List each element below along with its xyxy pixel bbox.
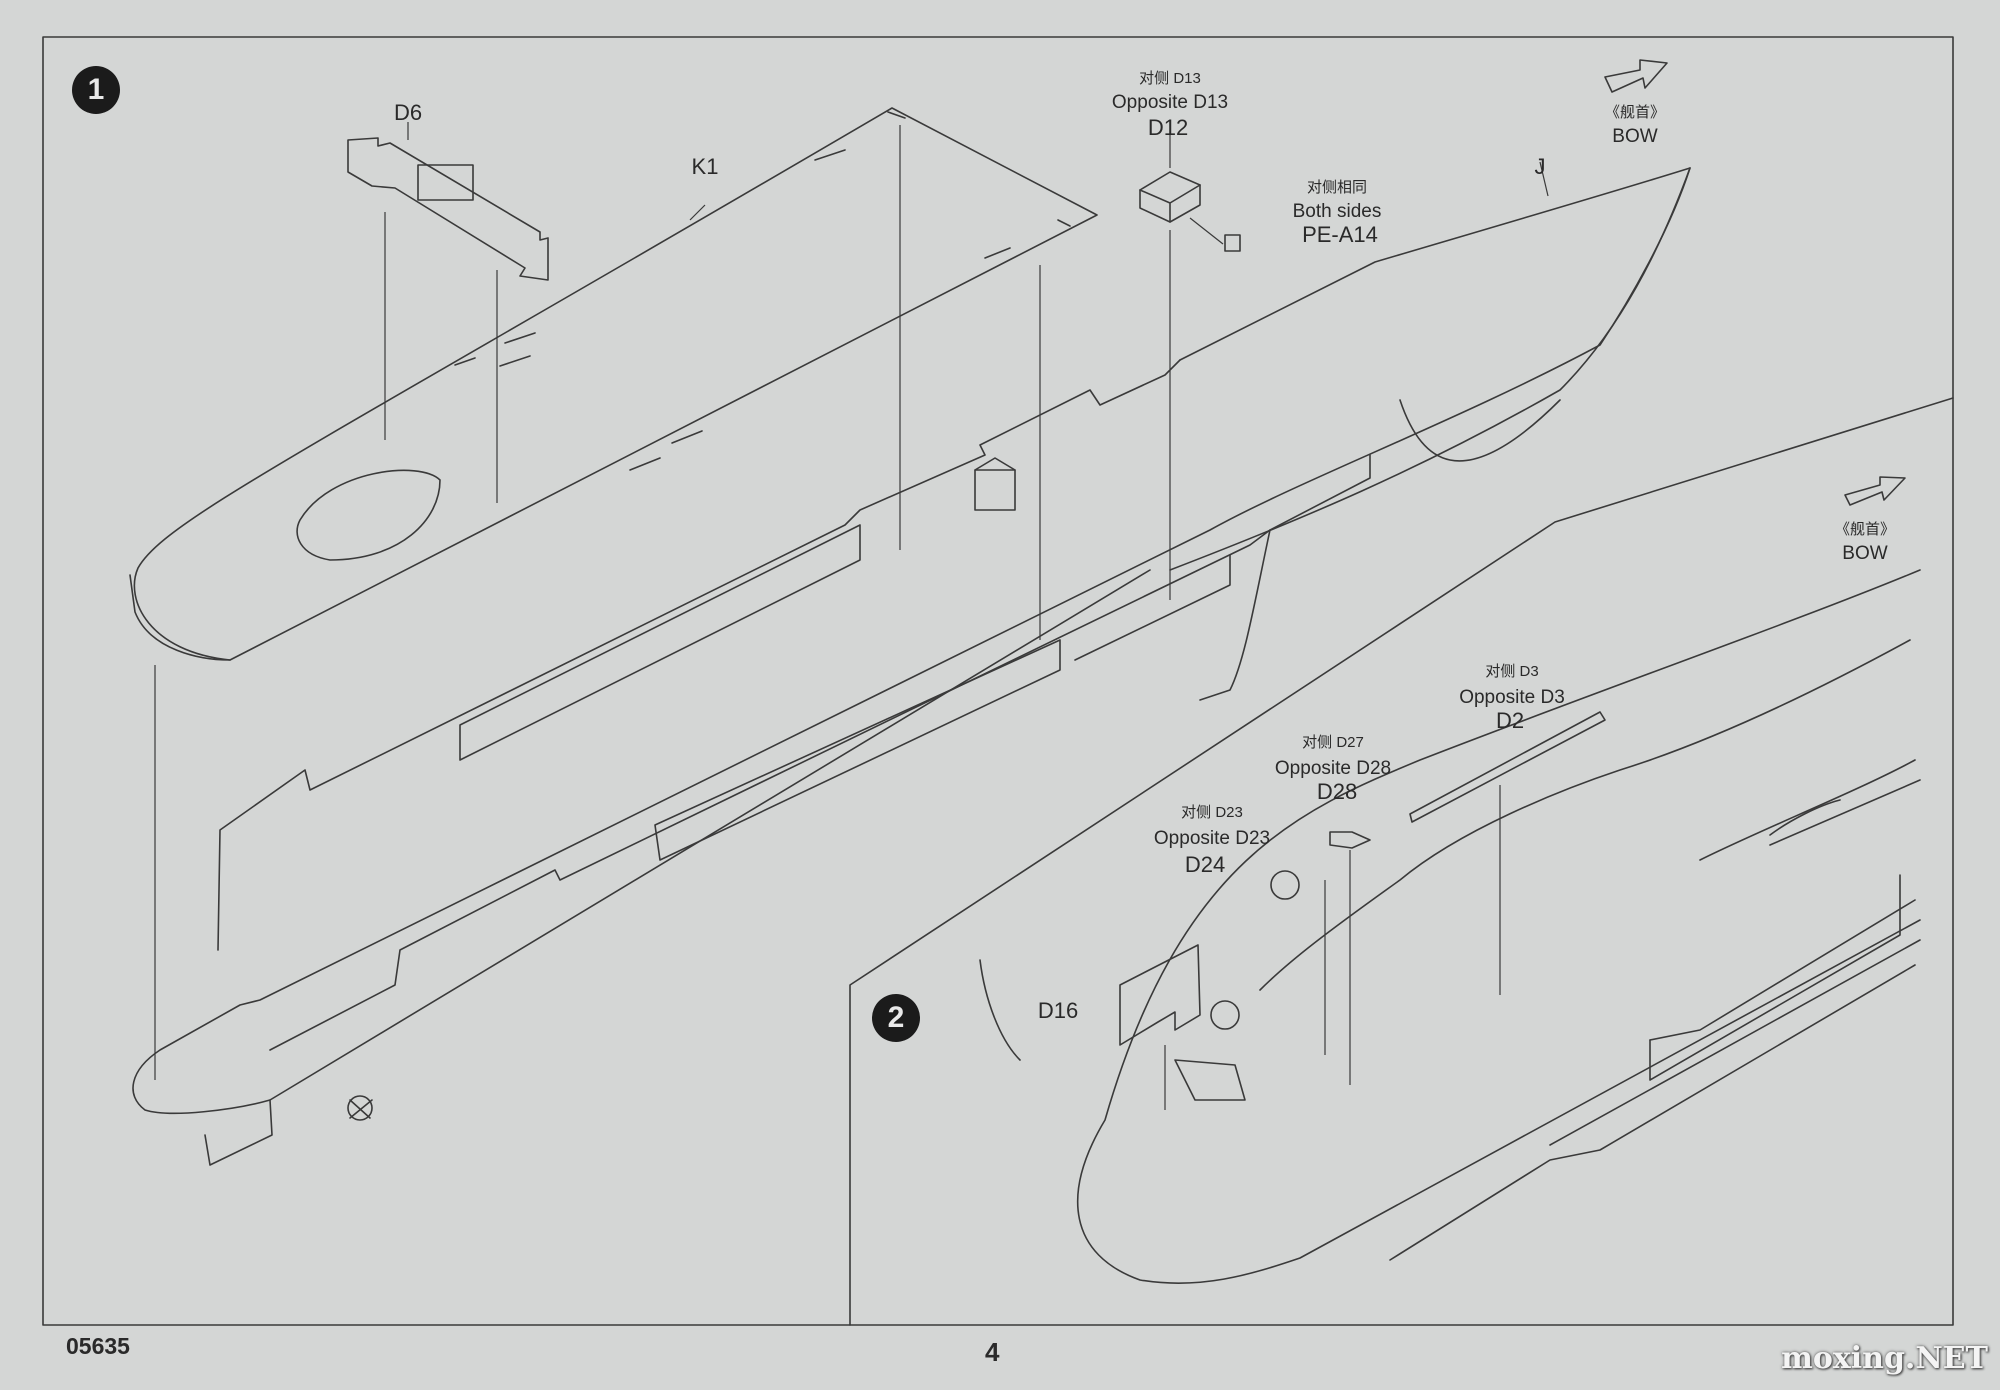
label-k1: K1 [691, 154, 719, 179]
label-bow-cn-step2: 《舰首》 [1834, 521, 1896, 538]
hull-step2 [1076, 569, 1921, 1285]
part-d12 [1139, 171, 1201, 223]
bow-arrow-step2 [1844, 476, 1906, 506]
label-bow-step1: BOW [1612, 126, 1658, 147]
label-d12: D12 [1147, 115, 1189, 140]
deck-k1 [129, 107, 1098, 661]
label-d28-opposite: Opposite D28 [1274, 758, 1392, 779]
label-d12-cn: 对侧 D13 [1139, 70, 1201, 87]
label-d24: D24 [1184, 852, 1226, 877]
hull-j [132, 167, 1691, 1166]
label-d28: D28 [1316, 779, 1358, 804]
watermark-logo: moxing.NET [1781, 1341, 1988, 1376]
label-d28-cn: 对侧 D27 [1302, 734, 1364, 751]
step-1-badge: 1 [72, 66, 120, 114]
page-number: 4 [985, 1337, 1000, 1367]
label-pe-a14: PE-A14 [1302, 222, 1378, 247]
kit-number: 05635 [66, 1333, 130, 1359]
label-d12-opposite: Opposite D13 [1111, 92, 1229, 113]
label-bow-step2: BOW [1842, 543, 1888, 564]
step-2-badge: 2 [872, 994, 920, 1042]
label-bow-cn-step1: 《舰首》 [1604, 104, 1666, 121]
guide-lines [154, 120, 1549, 1110]
label-d24-cn: 对侧 D23 [1181, 804, 1243, 821]
label-pe-both-sides: Both sides [1292, 201, 1382, 222]
label-d24-opposite: Opposite D23 [1153, 828, 1271, 849]
label-d2-cn: 对侧 D3 [1485, 663, 1539, 680]
page-frame [42, 36, 1954, 1326]
step2-panel-border [849, 397, 1954, 1326]
label-d16: D16 [1037, 998, 1079, 1023]
label-j: J [1534, 154, 1546, 179]
bow-arrow-step1 [1604, 59, 1668, 93]
label-d2: D2 [1495, 708, 1525, 733]
part-d6 [347, 137, 549, 281]
label-d2-opposite: Opposite D3 [1459, 687, 1565, 708]
label-pe-cn: 对侧相同 [1306, 179, 1368, 196]
part-pe-a14 [1224, 234, 1241, 252]
label-d6: D6 [393, 100, 423, 125]
